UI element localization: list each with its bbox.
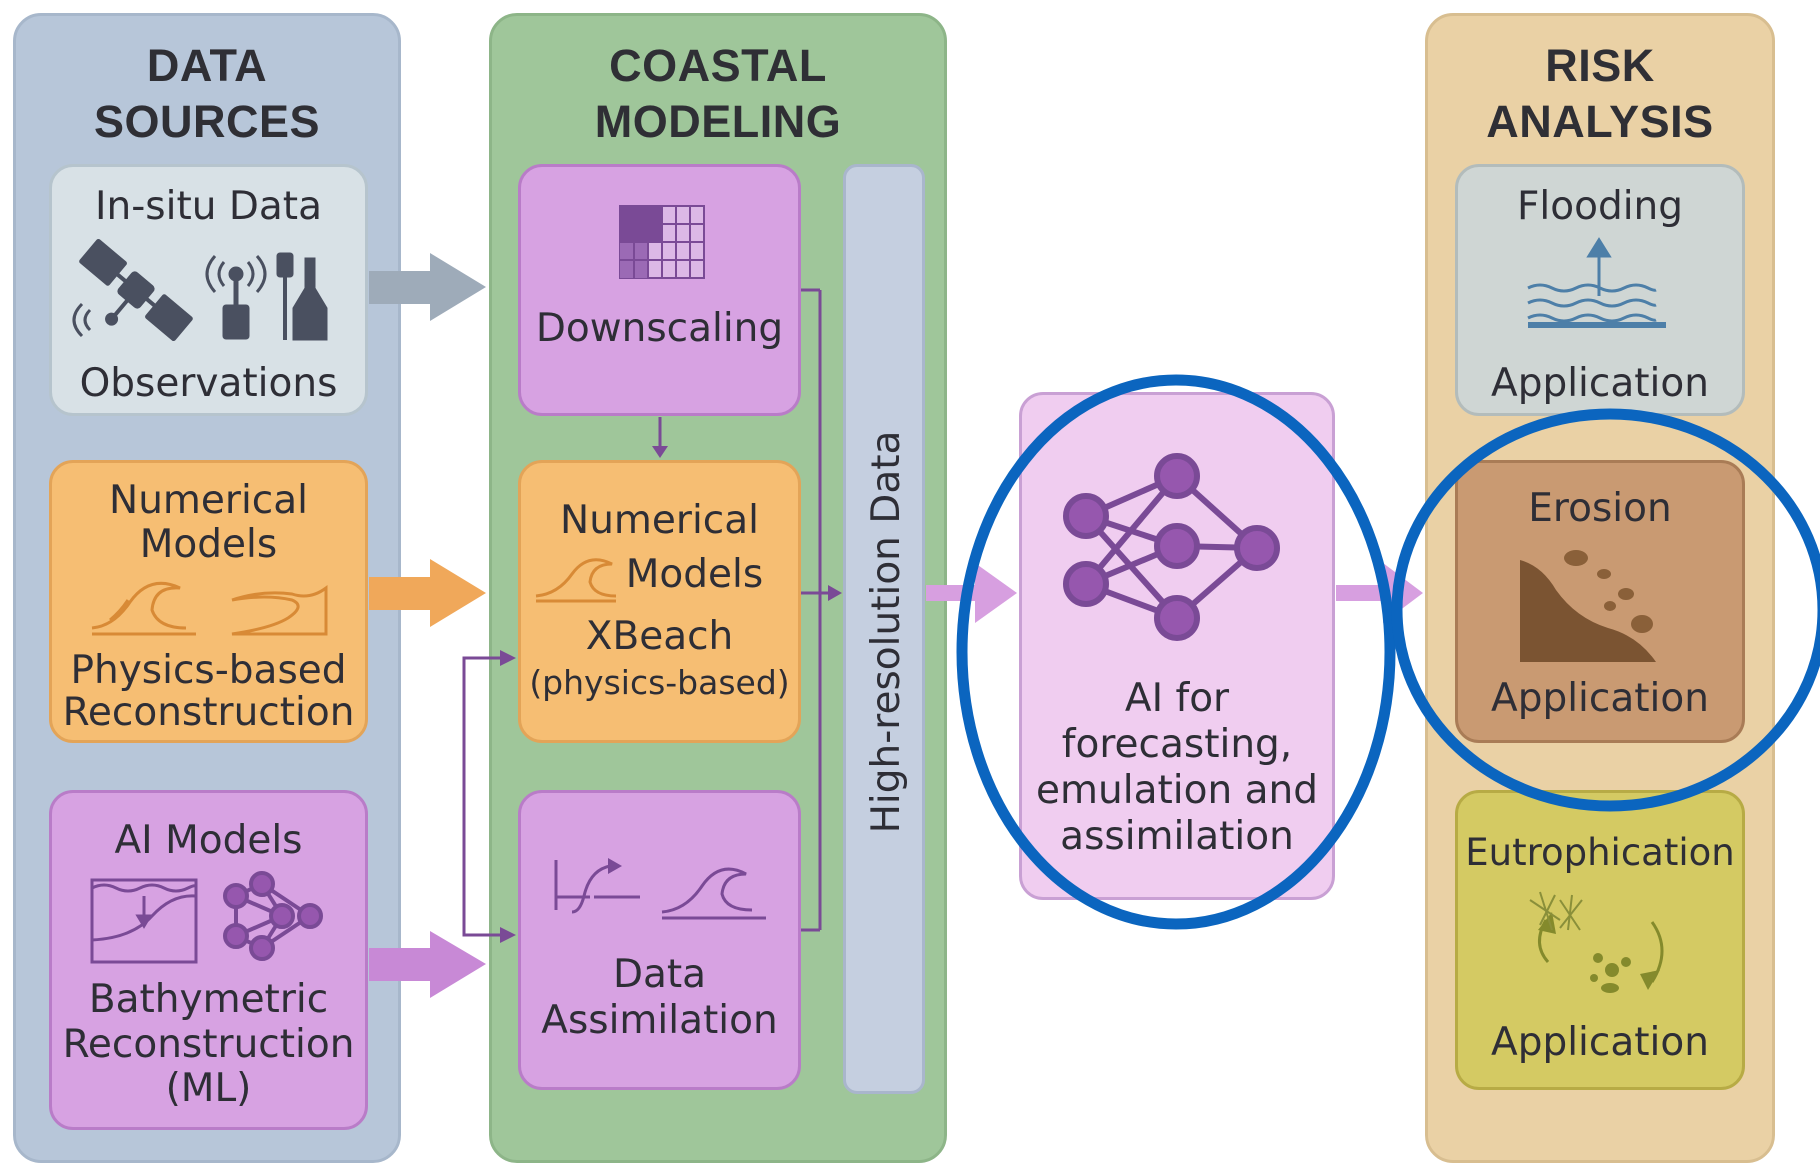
data-sources-title-2: SOURCES: [93, 96, 321, 147]
risk-analysis-title-1: RISK: [1545, 40, 1655, 91]
highres-arrowhead: [828, 585, 842, 601]
insitu-to-model-arrow: [369, 253, 486, 321]
erosion-card: Erosion Application: [1455, 460, 1745, 743]
observations-label: Observations: [79, 361, 338, 406]
erosion-title: Erosion: [1528, 486, 1672, 531]
physics-based-label: Physics-based: [70, 648, 347, 693]
data-assimilation-card: Data Assimilation: [518, 790, 801, 1090]
numerical-line-1: Numerical: [560, 498, 759, 543]
satellite-icon: [72, 238, 193, 342]
probe-icon: [276, 252, 328, 341]
reconstruction-label: Reconstruction: [62, 690, 355, 735]
loop-arrowhead-lower: [500, 927, 516, 943]
eutrophication-title: Eutrophication: [1465, 831, 1735, 874]
data-sources-title-1: DATA: [146, 40, 268, 91]
flooding-application-label: Application: [1491, 361, 1709, 406]
data-assimilation-line-1: Data: [612, 952, 707, 997]
downscaling-down-arrowhead: [652, 446, 668, 458]
erosion-icon: [1520, 550, 1656, 662]
xbeach-label: XBeach: [585, 614, 734, 659]
flooding-title: Flooding: [1516, 184, 1684, 229]
downscaling-label: Downscaling: [535, 306, 784, 351]
coastal-connectors: [462, 288, 830, 937]
coastal-profile-icon: [231, 585, 328, 636]
eutrophication-card: Eutrophication Application: [1455, 790, 1745, 1090]
numerical-models-source-card: Numerical Models Physics-based Reconstru…: [49, 460, 368, 743]
grid-icon: [619, 205, 705, 279]
eutrophication-icon: [1529, 891, 1664, 993]
xbeach-wave-icon: [535, 558, 617, 603]
high-resolution-data-bar: High-resolution Data: [843, 164, 925, 1094]
numerical-line-2: Models: [625, 552, 764, 597]
bathymetric-reconstruction-label: Reconstruction: [62, 1022, 355, 1067]
forecasting-label: forecasting,: [1061, 722, 1293, 767]
eutrophication-application-label: Application: [1491, 1020, 1709, 1065]
neural-net-small-icon: [223, 871, 323, 961]
physics-based-paren-label: (physics-based): [529, 663, 790, 702]
wave-icon: [91, 581, 196, 636]
data-assimilation-line-2: Assimilation: [541, 998, 778, 1043]
flooding-icon: [1527, 237, 1666, 328]
sensor-antenna-icon: [205, 255, 267, 340]
erosion-application-label: Application: [1491, 676, 1709, 721]
ai-models-title: AI Models: [114, 818, 303, 863]
coastal-modeling-title-1: COASTAL: [609, 40, 827, 91]
ai-box-highlight-ellipse: [956, 374, 1396, 930]
numerical-models-title-1: Numerical: [109, 478, 308, 523]
emulation-label: emulation and: [1036, 768, 1318, 813]
numerical-to-model-arrow: [369, 559, 486, 627]
numerical-models-title-2: Models: [139, 522, 278, 567]
assimilation-label: assimilation: [1060, 814, 1294, 859]
coastal-modeling-title-2: MODELING: [594, 96, 842, 147]
neural-network-icon: [1063, 453, 1280, 641]
assimilation-curve-icon: [554, 858, 640, 914]
ai-models-source-card: AI Models Bathymetric Reconstruction (ML…: [49, 790, 368, 1130]
assimilation-wave-icon: [661, 867, 766, 920]
bathymetric-label: Bathymetric: [88, 977, 329, 1022]
loop-arrowhead-upper: [500, 650, 516, 666]
ml-label: (ML): [165, 1066, 252, 1111]
erosion-highlight-ellipse: [1391, 408, 1820, 812]
ai-to-model-arrow: [369, 931, 486, 998]
risk-analysis-title-2: ANALYSIS: [1486, 96, 1714, 147]
in-situ-title: In-situ Data: [95, 184, 322, 229]
ai-for-label: AI for: [1124, 676, 1230, 721]
bathymetry-icon: [90, 878, 198, 964]
